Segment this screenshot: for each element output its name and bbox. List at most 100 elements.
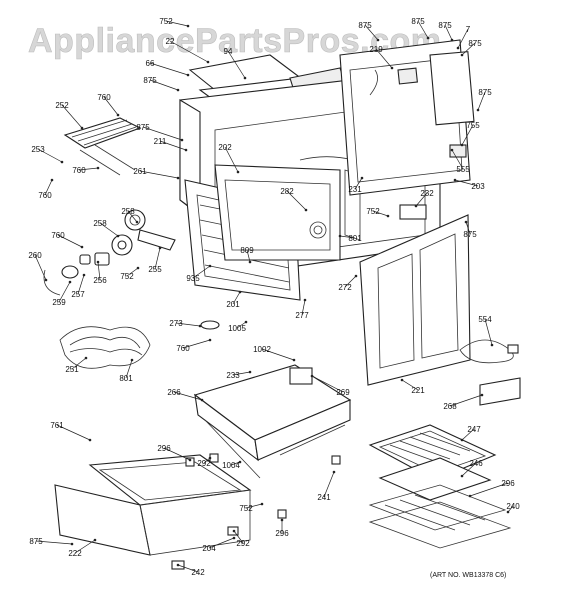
- leader-dot: [135, 220, 139, 224]
- oven-racks: [368, 484, 512, 549]
- part-callout-label: 555: [456, 165, 470, 174]
- leader-dot: [280, 518, 284, 522]
- leader-line: [163, 447, 191, 461]
- leader-line: [57, 234, 83, 248]
- leader-line: [372, 210, 389, 217]
- leader-dot: [176, 88, 180, 92]
- leader-line: [245, 503, 263, 509]
- leader-line: [56, 424, 91, 441]
- leader-line: [415, 192, 428, 207]
- part-callout-label: 752: [159, 17, 173, 26]
- leader-line: [454, 179, 479, 187]
- part-callout-label: 66: [146, 59, 155, 68]
- leader-dot: [243, 76, 247, 80]
- leader-dot: [238, 460, 242, 464]
- leader-line: [236, 321, 247, 329]
- part-callout-label: 875: [478, 88, 492, 97]
- leader-line: [224, 146, 239, 173]
- leader-dot: [136, 266, 140, 270]
- leader-dot: [426, 36, 430, 40]
- leader-dot: [176, 176, 180, 180]
- part-callout-label: 1005: [228, 324, 246, 333]
- leader-dot: [60, 160, 64, 164]
- leader-dot: [88, 438, 92, 442]
- part-callout-label: 246: [469, 459, 483, 468]
- leader-line: [159, 140, 187, 151]
- leader-line: [44, 179, 53, 196]
- leader-line: [58, 281, 71, 303]
- leader-dot: [188, 458, 192, 462]
- leader-line: [457, 28, 469, 49]
- leader-dot: [332, 470, 336, 474]
- leader-dot: [490, 343, 494, 347]
- leader-line: [149, 62, 189, 76]
- leader-dot: [158, 246, 162, 250]
- part-callout-label: 296: [501, 479, 515, 488]
- leader-line: [301, 299, 306, 316]
- part-callout-label: 282: [280, 187, 294, 196]
- leader-dot: [400, 378, 404, 382]
- part-callout-label: 875: [358, 21, 372, 30]
- part-callout-label: 219: [369, 45, 383, 54]
- leader-line: [364, 24, 379, 41]
- leader-dot: [116, 113, 120, 117]
- leader-line: [417, 20, 429, 39]
- leader-line: [139, 170, 179, 179]
- part-callout-label: 801: [348, 234, 362, 243]
- part-callout-label: 247: [467, 425, 481, 434]
- leader-line: [477, 91, 486, 111]
- leader-line: [74, 539, 96, 554]
- leader-dot: [80, 245, 84, 249]
- leader-dot: [68, 280, 72, 284]
- leader-dot: [338, 234, 342, 238]
- leader-line: [233, 530, 244, 544]
- part-callout-label: 202: [218, 143, 232, 152]
- part-callout-label: 211: [154, 137, 167, 146]
- leader-line: [323, 471, 335, 498]
- leader-line: [125, 359, 133, 379]
- leader-line: [344, 275, 357, 288]
- part-callout-label: 259: [52, 298, 66, 307]
- part-callout-label: 760: [51, 231, 65, 240]
- leader-dot: [456, 46, 460, 50]
- leader-dot: [506, 510, 510, 514]
- part-callout-label: 231: [348, 185, 362, 194]
- part-callout-label: 273: [169, 319, 183, 328]
- leader-line: [192, 265, 211, 279]
- part-callout-label: 554: [478, 315, 492, 324]
- leader-dot: [206, 60, 210, 64]
- part-callout-label: 761: [50, 421, 64, 430]
- leader-dot: [200, 398, 204, 402]
- part-callout-label: 277: [295, 311, 309, 320]
- leader-line: [232, 291, 241, 305]
- leader-dot: [96, 166, 100, 170]
- leader-dot: [450, 148, 454, 152]
- leader-dot: [480, 393, 484, 397]
- part-callout-label: 801: [119, 374, 133, 383]
- part-callout-label: 752: [366, 207, 380, 216]
- leader-dot: [460, 53, 464, 57]
- leader-line: [461, 42, 476, 56]
- leader-line: [165, 20, 189, 27]
- part-callout-label: 809: [240, 246, 254, 255]
- leader-line: [154, 247, 161, 270]
- leader-dot: [96, 260, 100, 264]
- part-callout-label: 875: [468, 39, 482, 48]
- leader-line: [34, 254, 47, 281]
- leader-line: [261, 348, 295, 361]
- leader-dot: [238, 290, 242, 294]
- leader-line: [175, 322, 201, 327]
- part-callout-label: 760: [176, 344, 190, 353]
- part-callout-label: 1002: [253, 345, 271, 354]
- leader-dot: [304, 208, 308, 212]
- part-callout-label: 1004: [222, 461, 240, 470]
- bake-element: [59, 326, 151, 369]
- part-callout-label: 296: [157, 444, 171, 453]
- leader-dot: [50, 178, 54, 182]
- part-callout-label: 233: [226, 371, 240, 380]
- leader-line: [507, 505, 514, 513]
- part-callout-label: 292: [236, 539, 250, 548]
- leader-lines: [34, 20, 514, 573]
- part-callout-label: 266: [167, 388, 181, 397]
- part-callout-label: 258: [121, 207, 135, 216]
